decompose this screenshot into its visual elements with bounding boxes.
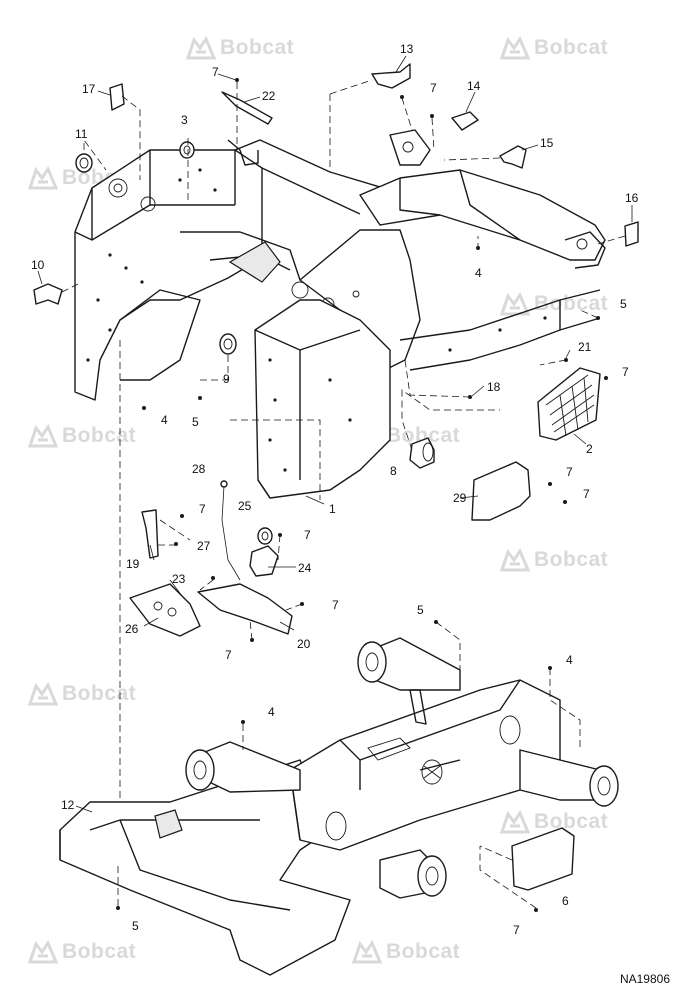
callout-4: 4 [566, 653, 573, 667]
callout-12: 12 [61, 798, 75, 812]
callout-7: 7 [212, 65, 219, 79]
callout-15: 15 [540, 136, 554, 150]
callout-7: 7 [622, 365, 629, 379]
callout-1: 1 [329, 502, 336, 516]
callout-5: 5 [192, 415, 199, 429]
watermark-text: Bobcat [220, 36, 295, 59]
part-3 [179, 141, 195, 159]
bobcat-logo-icon [500, 36, 530, 60]
watermark-text: Bobcat [386, 424, 461, 447]
part-24 [249, 545, 279, 577]
part-23-26-bracket [129, 583, 201, 637]
part-2-grille [537, 367, 601, 441]
callout-4: 4 [475, 266, 482, 280]
callout-10: 10 [31, 258, 45, 272]
part-29 [471, 461, 531, 521]
callout-4: 4 [268, 705, 275, 719]
callout-7: 7 [199, 502, 206, 516]
bobcat-logo-icon [28, 682, 58, 706]
bobcat-logo-icon [500, 292, 530, 316]
watermark: Bobcat [500, 292, 608, 316]
part-8 [409, 437, 435, 469]
part-9 [219, 333, 237, 355]
callout-5: 5 [417, 603, 424, 617]
callout-3: 3 [181, 113, 188, 127]
callout-6: 6 [562, 894, 569, 908]
watermark-text: Bobcat [386, 940, 461, 963]
callout-29: 29 [453, 491, 467, 505]
bobcat-logo-icon [28, 166, 58, 190]
part-19 [141, 509, 159, 559]
callout-9: 9 [223, 372, 230, 386]
watermark: Bobcat [28, 682, 136, 706]
callout-25: 25 [238, 499, 252, 513]
figure-id: NA19806 [619, 972, 670, 986]
callout-18: 18 [487, 380, 501, 394]
watermark: Bobcat [500, 810, 608, 834]
callout-7: 7 [304, 528, 311, 542]
part-25 [257, 527, 273, 545]
bobcat-logo-icon [352, 940, 382, 964]
watermark: Bobcat [186, 36, 294, 60]
watermark: Bobcat [500, 36, 608, 60]
callout-2: 2 [586, 442, 593, 456]
callout-5: 5 [620, 297, 627, 311]
callout-13: 13 [400, 42, 414, 56]
leader-lines [61, 79, 626, 909]
part-28-cable [221, 485, 241, 581]
bobcat-logo-icon [500, 548, 530, 572]
part-15 [499, 145, 527, 169]
callout-7: 7 [566, 465, 573, 479]
callout-7: 7 [332, 598, 339, 612]
part-13 [371, 63, 411, 89]
watermark-text: Bobcat [534, 292, 609, 315]
main-frame [74, 129, 606, 499]
bobcat-logo-icon [186, 36, 216, 60]
callout-16: 16 [625, 191, 639, 205]
part-17 [109, 83, 125, 111]
watermark-text: Bobcat [534, 36, 609, 59]
watermark-text: Bobcat [62, 424, 137, 447]
callout-7: 7 [583, 487, 590, 501]
callout-26: 26 [125, 622, 139, 636]
callout-7: 7 [513, 923, 520, 937]
bobcat-logo-icon [28, 424, 58, 448]
callout-20: 20 [297, 637, 311, 651]
watermark-text: Bobcat [62, 940, 137, 963]
callout-5: 5 [132, 919, 139, 933]
callout-21: 21 [578, 340, 592, 354]
bobcat-logo-icon [500, 810, 530, 834]
callout-8: 8 [390, 464, 397, 478]
watermark: Bobcat [352, 940, 460, 964]
watermark: Bobcat [500, 548, 608, 572]
callout-28: 28 [192, 462, 206, 476]
part-14 [451, 111, 479, 131]
callout-14: 14 [467, 79, 481, 93]
watermark: Bobcat [28, 424, 136, 448]
part-11 [75, 153, 93, 173]
callout-19: 19 [126, 557, 140, 571]
callout-7: 7 [430, 81, 437, 95]
callout-23: 23 [172, 572, 186, 586]
callout-22: 22 [262, 89, 276, 103]
watermark: Bobcat [28, 940, 136, 964]
callout-7: 7 [225, 648, 232, 662]
callout-4: 4 [161, 413, 168, 427]
callout-27: 27 [197, 539, 211, 553]
watermark-text: Bobcat [62, 682, 137, 705]
callout-11: 11 [75, 127, 88, 141]
part-6 [511, 827, 575, 891]
bobcat-logo-icon [28, 940, 58, 964]
part-16 [624, 221, 639, 247]
part-10 [33, 283, 63, 305]
callout-leaders [37, 55, 633, 813]
watermark-text: Bobcat [534, 810, 609, 833]
callout-17: 17 [82, 82, 96, 96]
part-20 [197, 583, 293, 635]
lower-frame [59, 637, 619, 976]
watermark-text: Bobcat [534, 548, 609, 571]
callout-24: 24 [298, 561, 312, 575]
